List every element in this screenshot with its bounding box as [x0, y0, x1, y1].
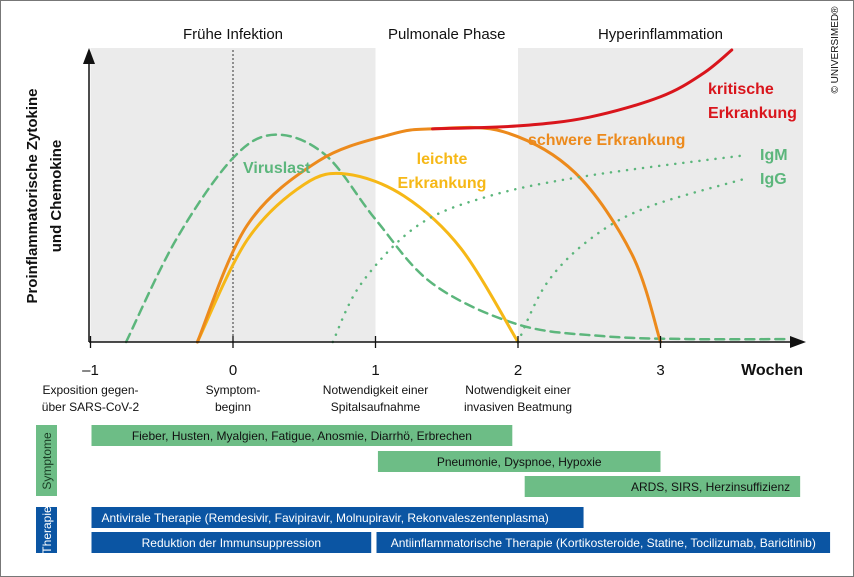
phase-label: Pulmonale Phase: [388, 26, 506, 43]
x-tick-note: invasiven Beatmung: [464, 400, 572, 414]
x-tick-note: Spitalsaufnahme: [331, 400, 421, 414]
phase-label: Hyperinflammation: [598, 26, 723, 43]
y-axis-label-line1: Proinflammatorische Zytokine: [24, 88, 41, 303]
x-tick-note: Symptom-: [206, 383, 261, 397]
therapy-bar-label: Antivirale Therapie (Remdesivir, Favipir…: [102, 511, 549, 525]
copyright-notice: © UNIVERSIMED®: [830, 6, 841, 94]
therapie-side-label-box: [36, 507, 57, 553]
symptome-side-label: Symptome: [40, 432, 54, 490]
series-line-igg: [516, 177, 748, 344]
symptom-bar-label: Pneumonie, Dyspnoe, Hypoxie: [437, 455, 602, 469]
therapie-side-label: Therapie: [40, 506, 54, 554]
therapy-bar-label: Reduktion der Immunsuppression: [142, 536, 321, 550]
x-axis-label: Wochen: [741, 362, 803, 379]
y-axis-label-line2: und Chemokine: [48, 140, 65, 253]
therapy-bar-label: Antiinflammatorische Therapie (Kortikost…: [391, 536, 816, 550]
x-tick-label: 2: [514, 362, 522, 379]
x-tick-note: Exposition gegen-: [42, 383, 138, 397]
symptom-bar-label: ARDS, SIRS, Herzinsuffizienz: [631, 480, 790, 494]
series-label: IgM: [760, 147, 788, 164]
x-tick-label: 0: [229, 362, 237, 379]
symptome-side-label-box: [36, 425, 57, 496]
x-tick-label: –1: [82, 362, 99, 379]
x-tick-label: 3: [656, 362, 664, 379]
therapy-bar: [91, 532, 372, 553]
therapy-bar: [376, 532, 831, 553]
x-tick-note: Notwendigkeit einer: [323, 383, 428, 397]
series-label: leichte: [417, 151, 468, 168]
y-axis-arrow-icon: [83, 48, 95, 64]
x-tick-note: beginn: [215, 400, 251, 414]
series-label: Viruslast: [243, 160, 311, 177]
x-tick-label: 1: [371, 362, 379, 379]
symptom-bar: [377, 451, 661, 472]
series-line-leichte-erkrankung: [195, 171, 520, 344]
series-label: kritische: [708, 81, 774, 98]
series-line-kritische-erkrankung: [431, 48, 734, 131]
therapy-bar: [91, 507, 584, 528]
x-tick-note: über SARS-CoV-2: [42, 400, 140, 414]
symptom-bar-label: Fieber, Husten, Myalgien, Fatigue, Anosm…: [132, 429, 472, 443]
x-axis-arrow-icon: [790, 336, 806, 348]
x-tick-note: Notwendigkeit einer: [465, 383, 570, 397]
symptom-bar: [91, 425, 513, 446]
series-label: IgG: [760, 171, 787, 188]
phase-label: Frühe Infektion: [183, 26, 283, 43]
series-label: Erkrankung: [398, 175, 487, 192]
series-label: schwere Erkrankung: [528, 132, 685, 149]
series-label: Erkrankung: [708, 105, 797, 122]
series-line-viruslast: [124, 133, 790, 344]
symptom-bar: [524, 476, 801, 497]
series-line-igm: [331, 153, 748, 344]
